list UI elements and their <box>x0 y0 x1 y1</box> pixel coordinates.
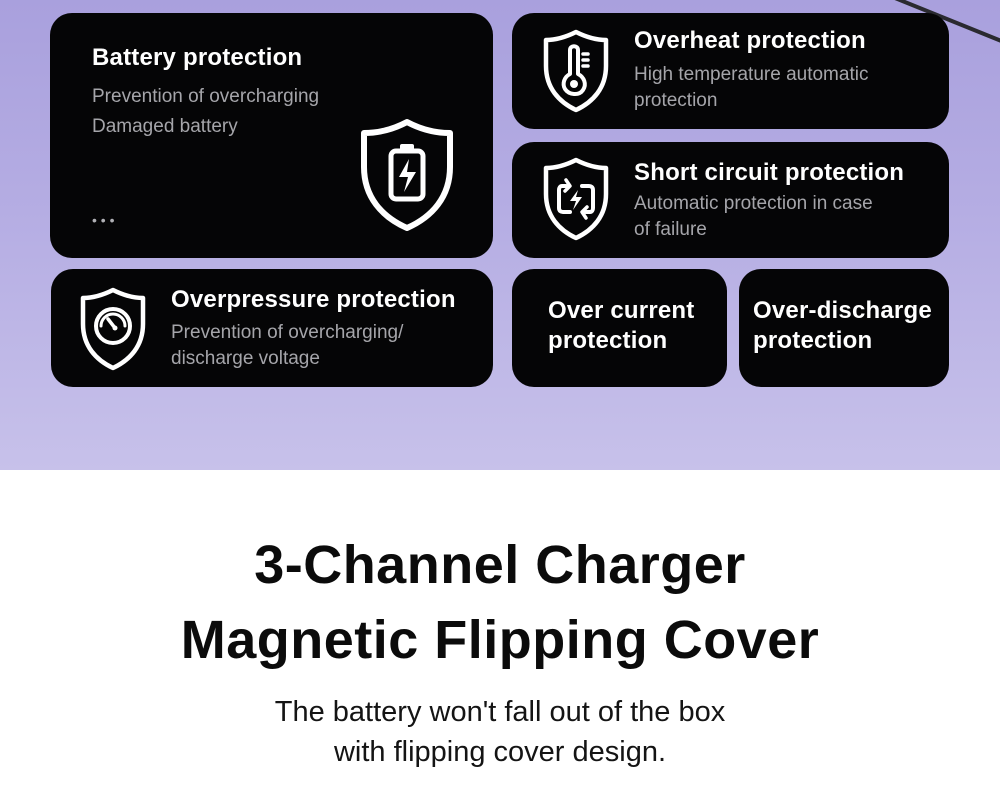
battery-protection-card: Battery protection Prevention of overcha… <box>50 13 493 258</box>
shield-battery-icon <box>358 117 456 233</box>
headline-section: 3-Channel Charger Magnetic Flipping Cove… <box>0 470 1000 802</box>
over-discharge-protection-card: Over-discharge protection <box>739 269 949 387</box>
over-discharge-line2: protection <box>753 327 873 354</box>
battery-protection-title: Battery protection <box>92 44 303 71</box>
short-circuit-protection-line1: Automatic protection in case <box>634 193 873 214</box>
subtext-line2: with flipping cover design. <box>333 736 667 768</box>
over-current-line1: Over current <box>548 297 695 324</box>
over-discharge-line1: Over-discharge <box>753 297 932 324</box>
over-current-line2: protection <box>548 327 668 354</box>
battery-protection-line1: Prevention of overcharging <box>92 86 320 107</box>
overheat-protection-line1: High temperature automatic <box>634 64 869 85</box>
over-current-protection-card: Over current protection <box>512 269 727 387</box>
short-circuit-protection-line2: of failure <box>634 219 707 240</box>
feature-panel: Battery protection Prevention of overcha… <box>0 0 1000 470</box>
shield-gauge-icon <box>77 286 149 372</box>
overpressure-protection-line1: Prevention of overcharging/ <box>171 322 404 343</box>
short-circuit-protection-card: Short circuit protection Automatic prote… <box>512 142 949 258</box>
overpressure-protection-line2: discharge voltage <box>171 348 320 369</box>
overheat-protection-line2: protection <box>634 90 718 111</box>
overpressure-protection-title: Overpressure protection <box>171 286 456 313</box>
headline-line1: 3-Channel Charger <box>254 535 746 595</box>
more-dots: • • • <box>92 212 115 228</box>
overheat-protection-title: Overheat protection <box>634 27 866 54</box>
shield-cycle-icon <box>540 156 612 242</box>
headline-line2: Magnetic Flipping Cover <box>180 610 820 670</box>
subtext-line1: The battery won't fall out of the box <box>274 696 726 728</box>
overheat-protection-card: Overheat protection High temperature aut… <box>512 13 949 129</box>
battery-protection-line2: Damaged battery <box>92 116 238 137</box>
short-circuit-protection-title: Short circuit protection <box>634 159 905 186</box>
overpressure-protection-card: Overpressure protection Prevention of ov… <box>51 269 493 387</box>
shield-thermometer-icon <box>540 28 612 114</box>
